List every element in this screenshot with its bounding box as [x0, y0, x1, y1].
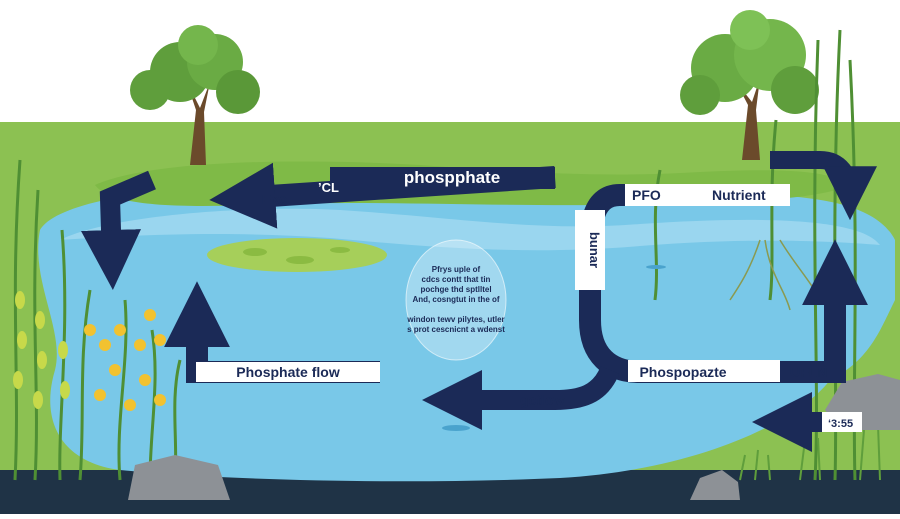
label-nutrient: Nutrient	[712, 187, 766, 203]
label-value: ‘3:55	[828, 418, 853, 430]
arrow-gctlow-left	[422, 365, 620, 430]
label-phospopazte: Phospopazte	[639, 364, 726, 380]
bubble-line-5: windon tewv pilytes, utler	[406, 315, 504, 324]
arrow-right-loop	[579, 184, 868, 383]
label-vertical: bunar	[587, 232, 602, 268]
value-label-plate	[822, 412, 862, 432]
bubble-line-4: And, cosngtut in the of	[412, 295, 499, 304]
ripple	[646, 265, 666, 269]
bubble-line-6: s prot cescnicnt a wdenst	[407, 325, 505, 334]
label-fragment: ’CL	[318, 180, 339, 195]
arrow-top-right	[770, 151, 877, 221]
algae-patch	[207, 238, 387, 272]
rock	[690, 470, 740, 500]
label-phosphate-flow: Phosphate flow	[236, 364, 340, 380]
nutrient-label-plate	[625, 184, 790, 206]
ripple	[442, 425, 470, 431]
vertical-label-plate	[575, 210, 605, 290]
flow-label-plate	[196, 362, 380, 382]
label-phosphate: phospphate	[404, 168, 500, 187]
algae-blob	[286, 256, 314, 264]
left-leaves	[13, 291, 70, 409]
yellow-flowers	[84, 309, 166, 411]
label-pfo: PFO	[632, 187, 661, 203]
right-tree	[680, 10, 819, 160]
label-gctlow: gctlow	[520, 392, 564, 408]
phospopazte-label-plate	[628, 360, 780, 382]
label-exc: Exc	[262, 191, 287, 207]
bubble-line-3: pochge thd sptlltel	[420, 285, 491, 294]
info-bubble	[405, 239, 507, 361]
bubble-line-2: cdcs contt that tin	[422, 275, 491, 284]
label-ufln: UFLN	[790, 364, 827, 380]
arrow-left-down	[81, 170, 156, 290]
algae-blob	[330, 247, 350, 253]
bubble-line-1: Pfrys uple of	[432, 265, 481, 274]
left-tree	[130, 25, 260, 165]
rock	[128, 455, 230, 500]
phosphate-label-band	[330, 167, 555, 189]
algae-blob	[243, 248, 267, 256]
